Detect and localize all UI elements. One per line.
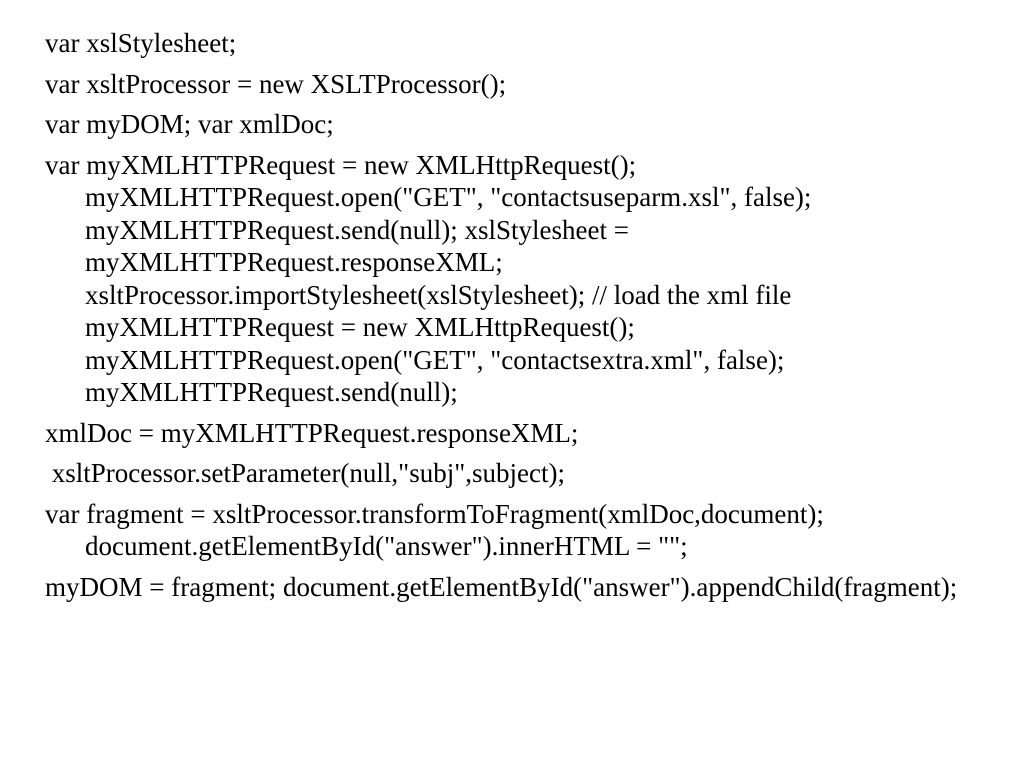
code-line-transform-fragment: var fragment = xsltProcessor.transformTo…: [45, 498, 831, 562]
code-line-xsl-stylesheet-declaration: var xslStylesheet;: [45, 28, 237, 58]
code-line-set-parameter: xsltProcessor.setParameter(null,"subj",s…: [45, 458, 565, 488]
code-line-xmldoc-assignment: xmlDoc = myXMLHTTPRequest.responseXML;: [45, 417, 579, 448]
code-listing: var xslStylesheet; var xsltProcessor = n…: [45, 27, 995, 611]
code-line-xslt-processor-declaration: var xsltProcessor = new XSLTProcessor();: [45, 68, 507, 99]
code-line-append-fragment: myDOM = fragment; document.getElementByI…: [45, 571, 958, 602]
code-line-http-request-block: var myXMLHTTPRequest = new XMLHttpReques…: [45, 149, 819, 408]
code-line-dom-declarations: var myDOM; var xmlDoc;: [45, 109, 334, 139]
